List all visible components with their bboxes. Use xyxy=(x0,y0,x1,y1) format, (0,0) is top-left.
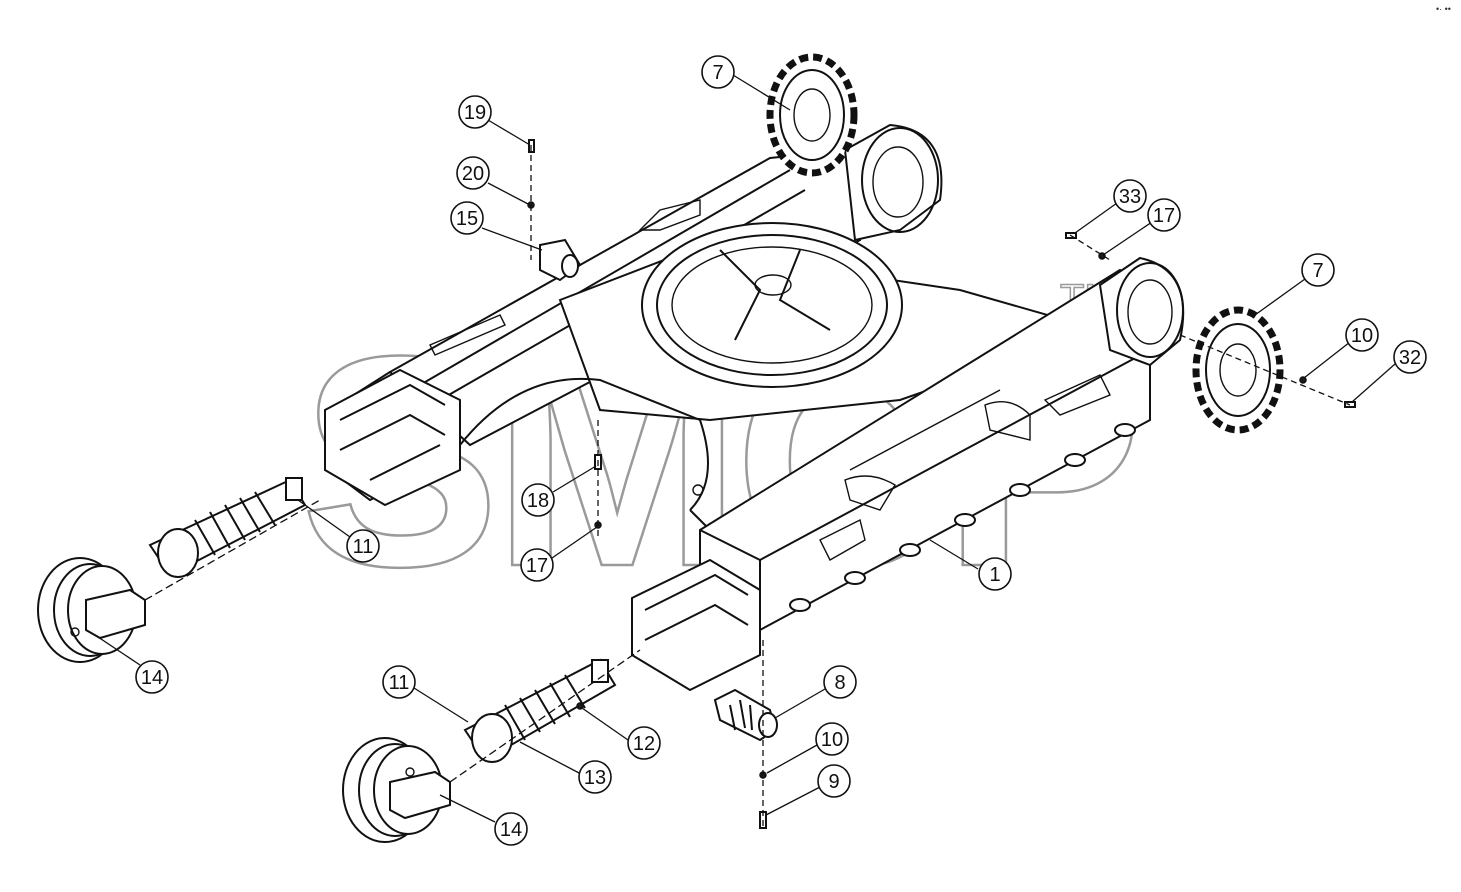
callout-20: 20 xyxy=(456,156,490,190)
callout-label: 17 xyxy=(526,555,548,577)
callout-9: 9 xyxy=(817,764,851,798)
callout-13: 13 xyxy=(578,760,612,794)
callout-11: 11 xyxy=(382,665,416,699)
callout-circle xyxy=(823,665,857,699)
travel-motor-8 xyxy=(713,688,778,742)
callout-circle xyxy=(520,548,554,582)
callout-circle xyxy=(135,660,169,694)
callout-15: 15 xyxy=(450,201,484,235)
callout-label: 11 xyxy=(353,536,374,558)
center-lines xyxy=(144,145,1351,830)
callout-label: 7 xyxy=(712,62,723,84)
callout-label: 14 xyxy=(500,819,522,841)
callout-circle xyxy=(1147,198,1181,232)
callout-19: 19 xyxy=(458,95,492,129)
callout-label: 18 xyxy=(527,490,549,512)
callout-10: 10 xyxy=(815,722,849,756)
callout-1: 1 xyxy=(978,557,1012,591)
callout-label: 32 xyxy=(1399,347,1421,369)
callout-circle xyxy=(494,812,528,846)
callout-label: 10 xyxy=(1351,325,1373,347)
callout-14: 14 xyxy=(135,660,169,694)
tension-spring-upper xyxy=(148,477,307,578)
callout-8: 8 xyxy=(823,665,857,699)
callout-label: 10 xyxy=(821,729,843,751)
callout-circle xyxy=(1393,340,1427,374)
callout-label: 33 xyxy=(1119,186,1141,208)
callout-label: 9 xyxy=(828,771,839,793)
grease-fitting-15 xyxy=(539,238,582,282)
callout-label: 12 xyxy=(633,733,655,755)
callout-circle xyxy=(458,95,492,129)
sprocket-right xyxy=(1192,306,1284,434)
callout-circle xyxy=(1345,318,1379,352)
callout-circle xyxy=(456,156,490,190)
callout-circle xyxy=(815,722,849,756)
callout-label: 17 xyxy=(1153,205,1175,227)
callout-circle xyxy=(701,55,735,89)
idler-wheel-upper xyxy=(37,557,146,663)
callout-label: 15 xyxy=(456,208,478,230)
callout-label: 14 xyxy=(141,667,163,689)
tension-spring-lower xyxy=(463,658,617,763)
callout-33: 33 xyxy=(1113,179,1147,213)
callout-circle xyxy=(578,760,612,794)
callout-circle xyxy=(1301,253,1335,287)
callout-12: 12 xyxy=(627,726,661,760)
callout-17: 17 xyxy=(1147,198,1181,232)
callout-circle xyxy=(817,764,851,798)
callout-circle xyxy=(978,557,1012,591)
callout-label: 19 xyxy=(464,102,486,124)
callout-label: 7 xyxy=(1312,260,1323,282)
callout-18: 18 xyxy=(521,483,555,517)
callout-7: 7 xyxy=(1301,253,1335,287)
leader-lines xyxy=(94,74,1396,823)
callout-label: 8 xyxy=(834,672,845,694)
track-frame xyxy=(324,123,1185,692)
callout-circle xyxy=(346,529,380,563)
track-rollers xyxy=(789,423,1136,612)
callout-10: 10 xyxy=(1345,318,1379,352)
callout-circle xyxy=(382,665,416,699)
corner-mark: •· •• xyxy=(1436,4,1451,14)
sprocket-left xyxy=(766,53,858,177)
callout-32: 32 xyxy=(1393,340,1427,374)
idler-wheel-lower xyxy=(342,737,451,843)
callout-circle xyxy=(450,201,484,235)
callout-label: 1 xyxy=(989,564,1000,586)
callout-label: 20 xyxy=(462,163,484,185)
callout-circle xyxy=(1113,179,1147,213)
callout-14: 14 xyxy=(494,812,528,846)
callout-label: 13 xyxy=(584,767,606,789)
callout-circle xyxy=(521,483,555,517)
callout-11: 11 xyxy=(346,529,380,563)
callout-circle xyxy=(627,726,661,760)
callout-7: 7 xyxy=(701,55,735,89)
callout-17: 17 xyxy=(520,548,554,582)
callout-label: 11 xyxy=(389,672,410,694)
